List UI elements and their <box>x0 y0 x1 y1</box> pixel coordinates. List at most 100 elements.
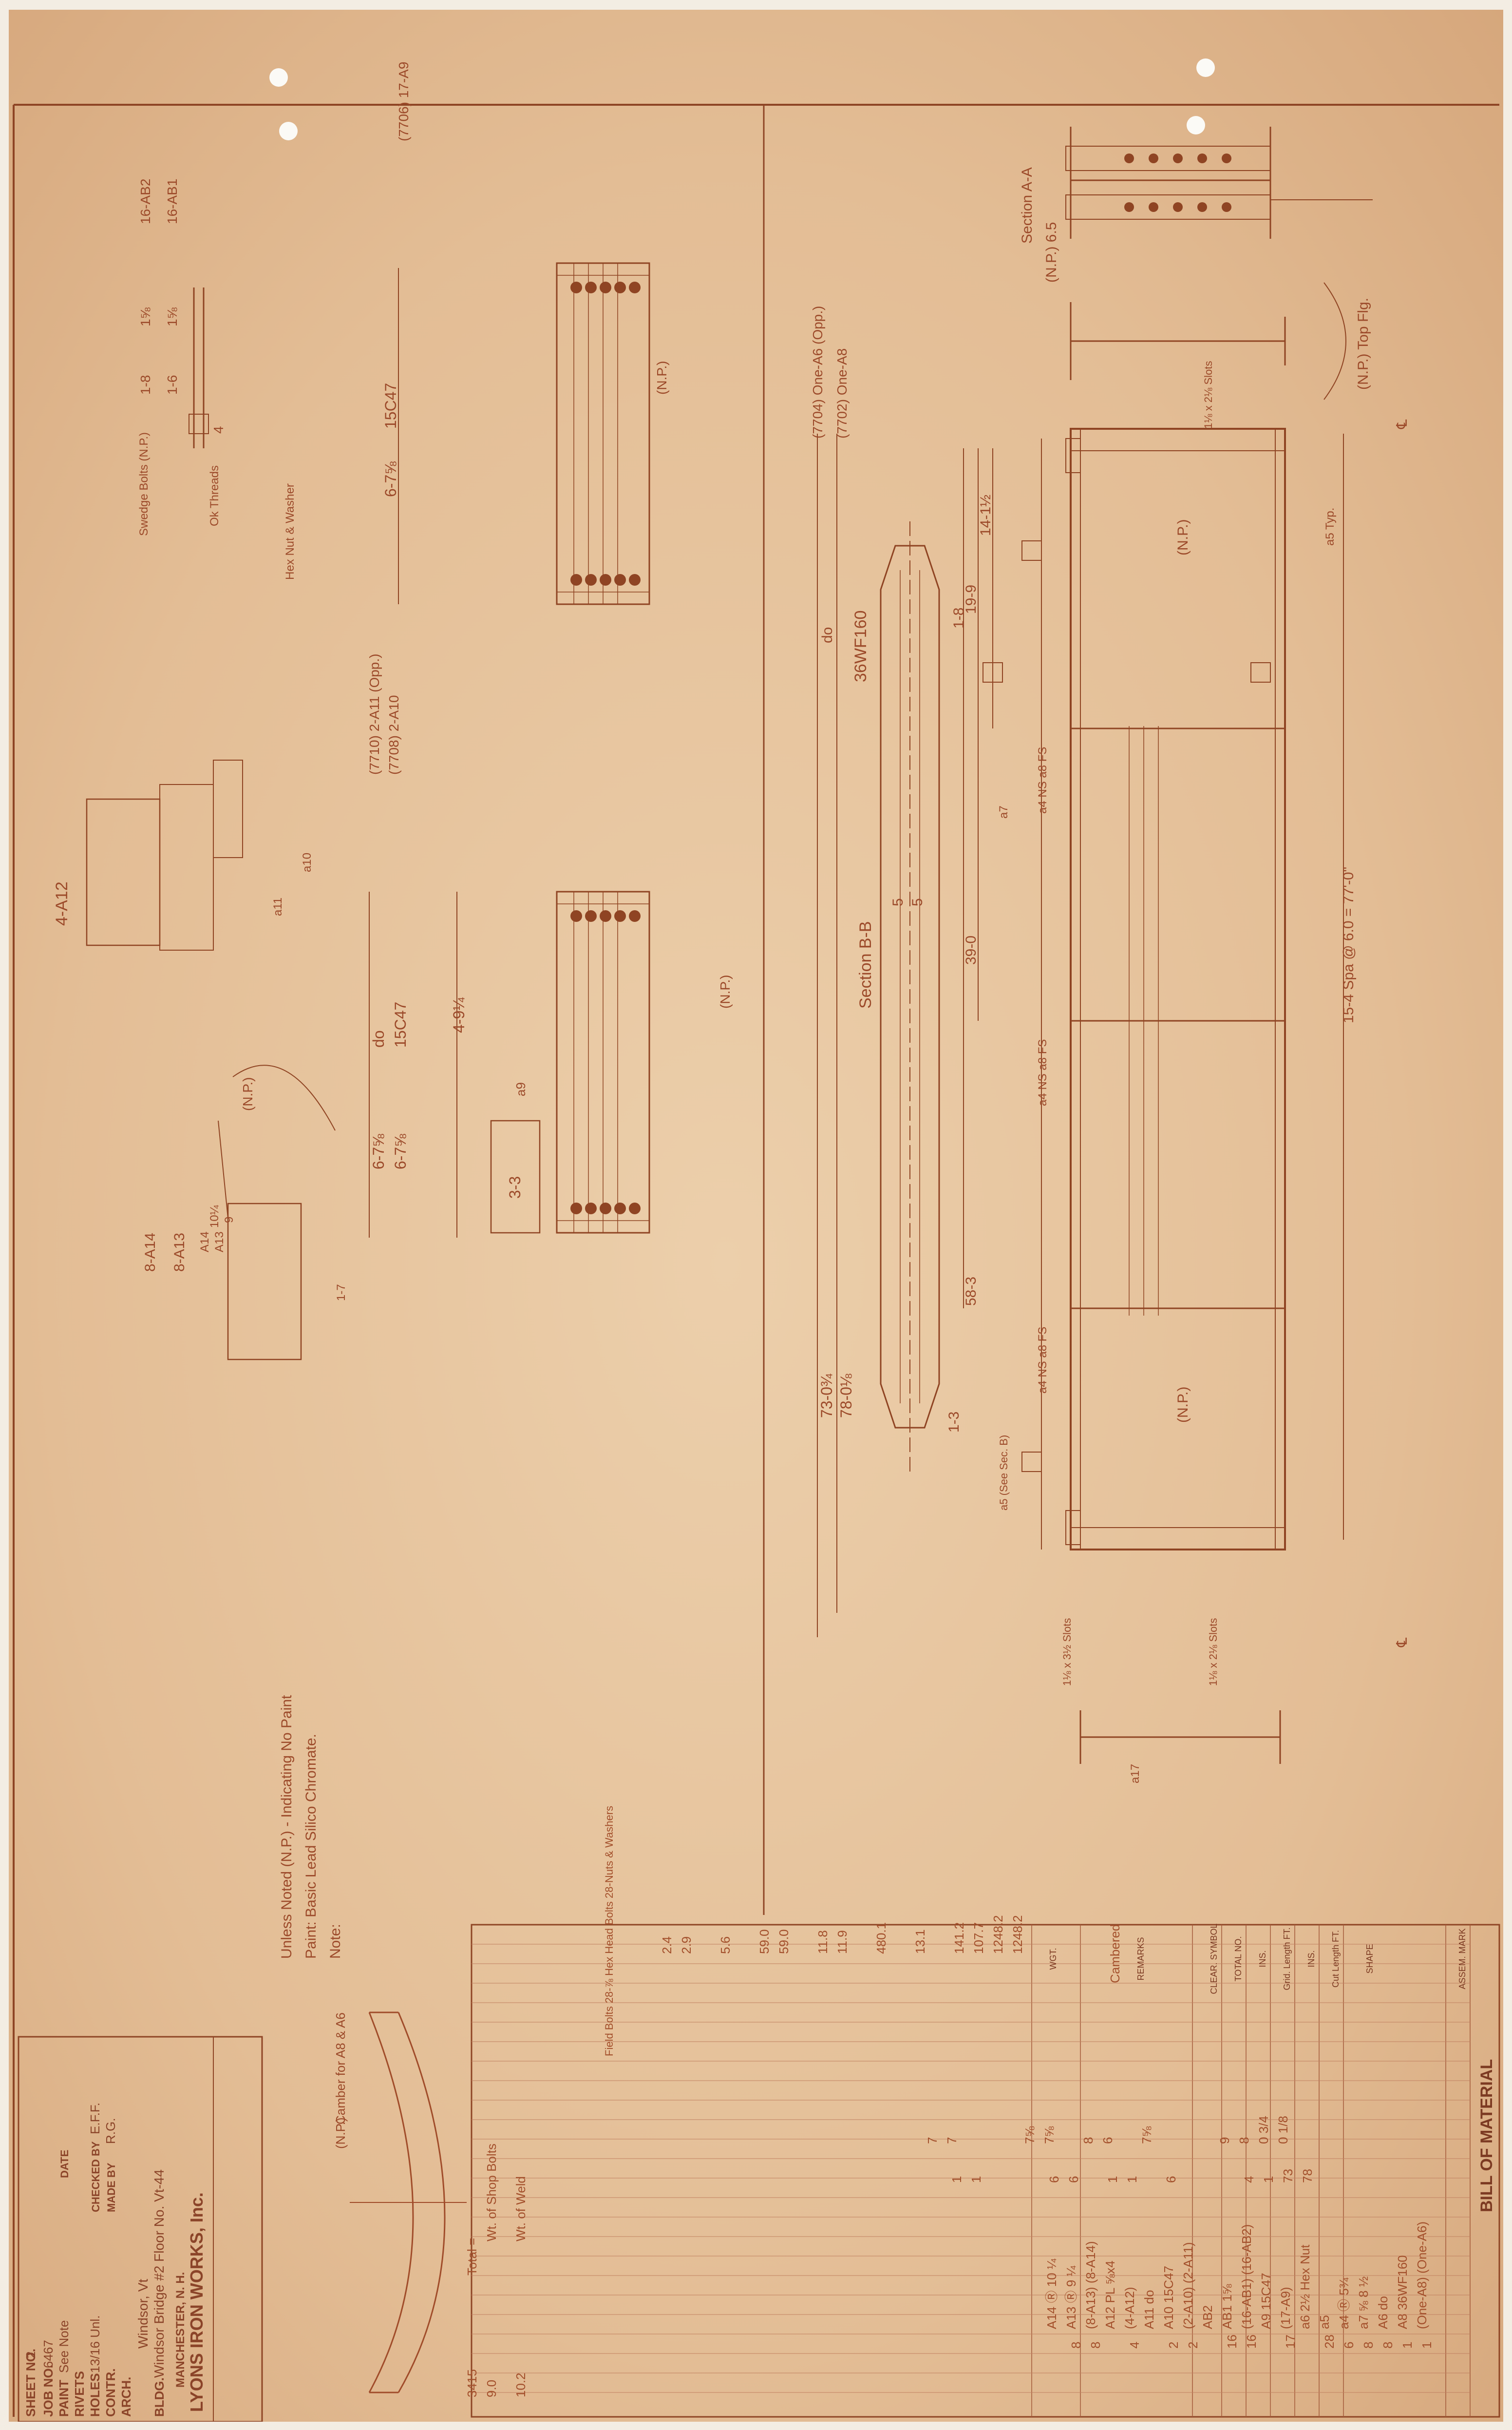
company-city: MANCHESTER, N. H. <box>174 2272 187 2388</box>
camber-sketch <box>350 2011 467 2393</box>
ab2-dim-b: 1-8 <box>138 375 153 395</box>
a13-label: A13 <box>213 1231 226 1252</box>
bom-cell: 6 <box>1066 2176 1081 2183</box>
bom-cell: A12 PL ⅝x4 <box>1103 2260 1117 2329</box>
bom-cell: 5.6 <box>718 1936 733 1954</box>
bom-cell: (One-A8) (One-A6) <box>1415 2221 1429 2329</box>
mark-a11: (7710) 2-A11 (Opp.) <box>367 654 382 775</box>
np-a: (N.P.) <box>1175 519 1191 555</box>
bom-total-label: Total = <box>465 2238 479 2276</box>
bom-cell: (16-AB1) (16-AB2) <box>1239 2224 1254 2329</box>
bom-cell: 480.1 <box>874 1922 888 1954</box>
bom-field-bolts: Field Bolts 28-⅞ Hex Head Bolts 28-Nuts … <box>603 1806 615 2056</box>
bom-header-cell: CLEAR. SYMBOL <box>1209 1923 1219 1994</box>
dim-1-3: 1-3 <box>946 1412 962 1433</box>
title-field-value: 13/16 Unl. <box>88 2315 102 2373</box>
a10-label: a10 <box>301 853 314 872</box>
title-field-value: 6467 <box>41 2340 56 2368</box>
checked-by-value: E.F.F. <box>88 2103 102 2134</box>
bom-header-cell: WGT. <box>1048 1948 1058 1970</box>
bom-cell: 2 <box>1186 2342 1200 2349</box>
bom-cell: 7 <box>925 2137 940 2144</box>
bom-cell: 2.9 <box>679 1936 694 1954</box>
mark-a14: 8-A14 <box>142 1233 158 1272</box>
dim-5b: 5 <box>909 898 926 906</box>
bom-cell: 78 <box>1300 2169 1315 2183</box>
bom-title: BILL OF MATERIAL <box>1477 2059 1496 2212</box>
title-field-label: CONTR. <box>103 2368 118 2417</box>
bom-cell: 7⅝ <box>1022 2126 1037 2144</box>
bom-cell: 16 <box>1244 2334 1259 2349</box>
sheet-border <box>13 104 1499 2417</box>
bom-cell: 11.9 <box>835 1930 850 1954</box>
bom-header-cell: Grid. Length FT. <box>1282 1927 1292 1990</box>
a5-see-note: a5 (See Sec. B) <box>998 1435 1010 1511</box>
dim-1-7: 1-7 <box>335 1284 348 1301</box>
shape-a10: 15C47 <box>392 1002 409 1048</box>
bom-cell: 1248.2 <box>991 1915 1005 1954</box>
np-b: (N.P.) <box>1175 1387 1191 1423</box>
mark-a12: 4-A12 <box>53 881 71 926</box>
bom-header-cell: INS. <box>1306 1950 1316 1967</box>
bom-cell: 1 <box>1261 2176 1276 2183</box>
engineering-drawing: LYONS IRON WORKS, Inc. MANCHESTER, N. H.… <box>13 62 1500 2422</box>
bom-total-label: Wt. of Weld <box>513 2176 528 2241</box>
np-d: (N.P.) <box>718 975 733 1009</box>
bom-cell: (17-A9) <box>1278 2287 1293 2329</box>
bom-cell: 8 <box>1069 2342 1083 2349</box>
checked-by-label: CHECKED BY <box>90 2141 102 2212</box>
dim-14-1-5: 14-1½ <box>978 495 994 536</box>
bom-total-value: 9.0 <box>484 2380 499 2397</box>
bom-cell: 7 <box>945 2137 959 2144</box>
paint-note: Note: Paint: Basic Lead Silico Chromate.… <box>279 1695 343 1959</box>
title-field-label: SHEET NO. <box>23 2349 38 2417</box>
bom-cell: Cambered <box>1108 1924 1122 1983</box>
stiffener-note-3: a4 NS a8 FS <box>1036 1327 1049 1394</box>
np-e: (N.P.) <box>240 1077 255 1111</box>
bom-cell: 8 <box>1380 2342 1395 2349</box>
dim-10-25: 10¼ <box>208 1205 221 1228</box>
length-a8: 78-0⅛ <box>837 1374 855 1418</box>
bom-cell: 17 <box>1283 2334 1298 2349</box>
punch-hole <box>1187 116 1205 134</box>
stiffener-note-1: a4 NS a8 FS <box>1036 747 1049 814</box>
mark-a10: (7708) 2-A10 <box>386 695 401 775</box>
bom-cell: (8-A13) (8-A14) <box>1083 2241 1098 2329</box>
mark-a9: (7706) 17-A9 <box>396 62 411 141</box>
bom-total-label: Wt. of Shop Bolts <box>484 2143 499 2241</box>
ab-dim-4: 4 <box>211 426 226 434</box>
dim-1-8: 1-8 <box>951 608 967 629</box>
bom-cell: 2.4 <box>660 1936 674 1954</box>
bom-cell: (4-A12) <box>1122 2287 1137 2329</box>
dim-5a: 5 <box>890 898 906 906</box>
bom-cell: A6 do <box>1376 2296 1390 2329</box>
dim-58-3: 58-3 <box>963 1277 979 1306</box>
section-a-a <box>1065 127 1373 1764</box>
bom-cell: 107.7 <box>971 1922 986 1954</box>
punch-hole <box>279 122 298 140</box>
bom-cell: A8 36WF160 <box>1395 2255 1410 2329</box>
bom-cell: 13.1 <box>913 1929 927 1954</box>
note-heading: Note: <box>327 1924 343 1959</box>
bom-cell: a4 Ⓡ 5¾ <box>1337 2277 1351 2329</box>
bom-cell: 59.0 <box>776 1929 791 1954</box>
section-a-a-bolts <box>1124 153 1231 212</box>
bom-cell: 11.8 <box>815 1930 830 1954</box>
stiffener-note-2: a4 NS a8 FS <box>1036 1039 1049 1106</box>
a9-label: a9 <box>513 1082 528 1096</box>
length-a9: 6-7⅝ <box>382 461 399 497</box>
length-a11: 6-7⅝ <box>370 1134 387 1169</box>
section-a-a-label: Section A-A <box>1019 167 1035 244</box>
bom-cell: A14 Ⓡ 10 ¼ <box>1044 2258 1059 2329</box>
bom-cell: A9 15C47 <box>1259 2273 1273 2329</box>
a5-typ-label: a5 Typ. <box>1323 508 1337 546</box>
bom-cell: 1 <box>969 2176 983 2183</box>
hex-nut-label: Hex Nut & Washer <box>284 483 297 580</box>
punch-hole <box>269 68 288 87</box>
shape-a9: 15C47 <box>382 383 399 429</box>
note-line-2: Unless Noted (N.P.) - Indicating No Pain… <box>279 1695 295 1959</box>
slots-bottom: 1⅛ x 2⅛ Slots <box>1207 1618 1219 1686</box>
bom-cell: 141.2 <box>952 1922 966 1954</box>
dim-4-9: 4-9¼ <box>450 997 468 1033</box>
